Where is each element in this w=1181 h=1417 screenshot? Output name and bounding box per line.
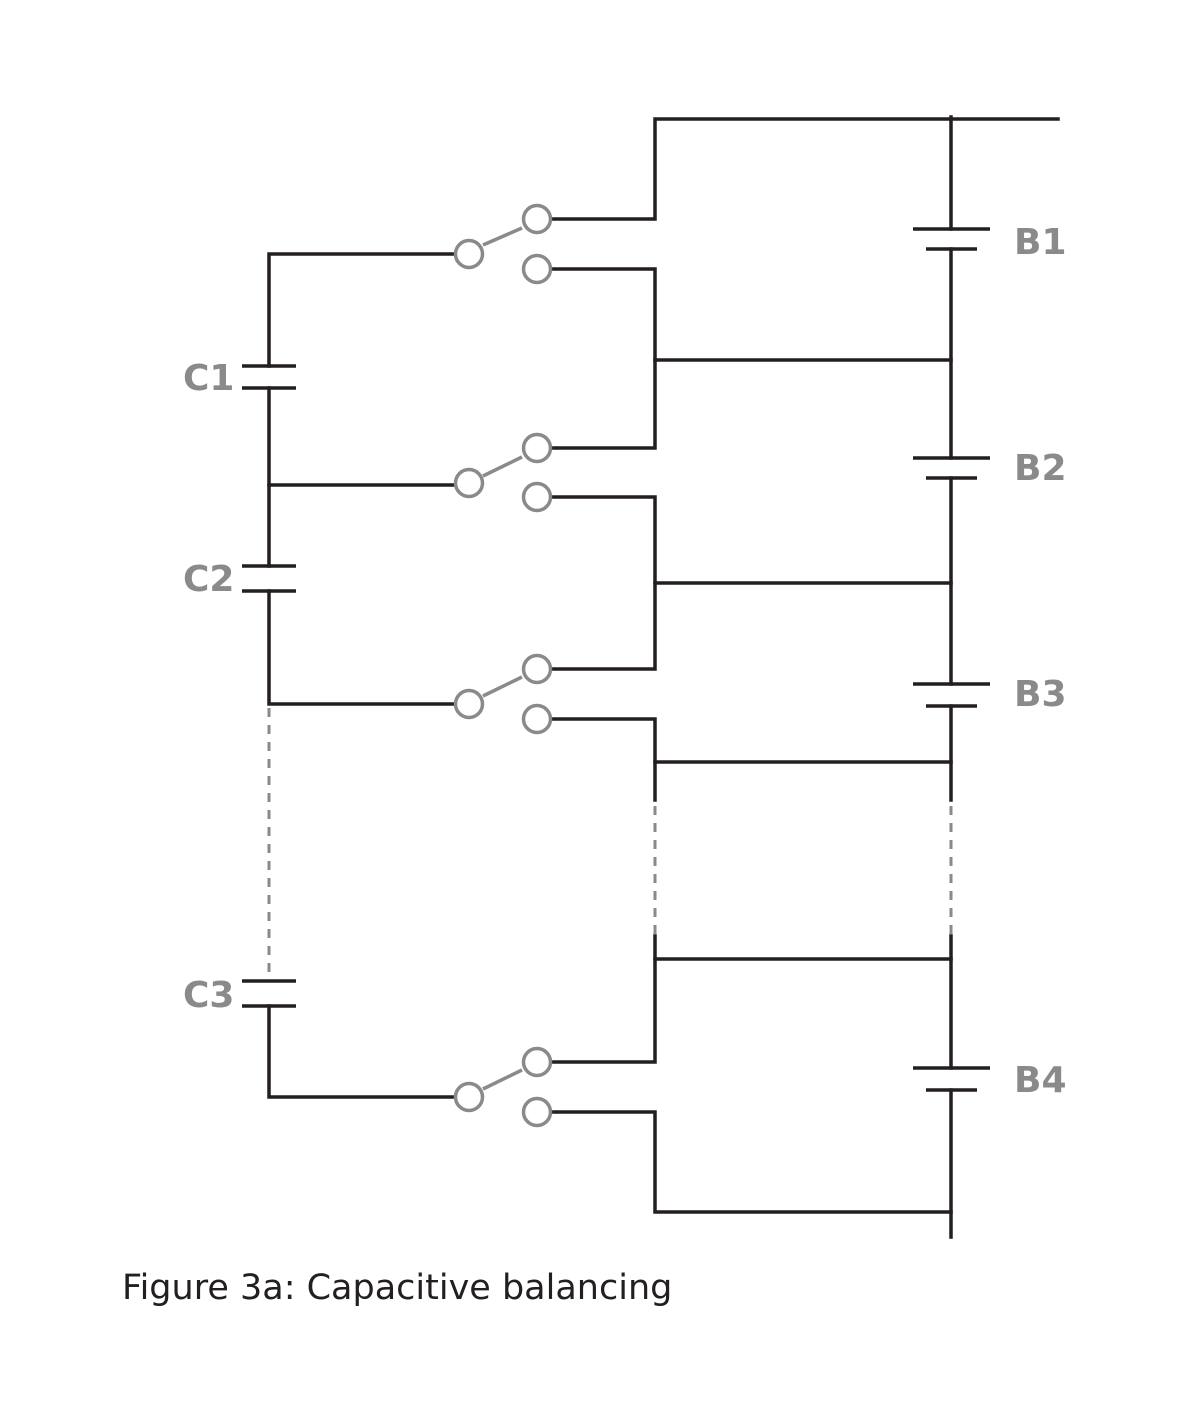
switch-2-upper-terminal (521, 432, 553, 464)
switch-4-lower-terminal (521, 1096, 553, 1128)
switch3-common-wire (267, 589, 458, 706)
battery-b4-label: B4 (1014, 1060, 1067, 1101)
capacitor-c1: C1 (183, 358, 296, 399)
battery-b3-label: B3 (1014, 674, 1067, 715)
switch-2-arm (482, 455, 523, 478)
battery-b2: B2 (913, 448, 1067, 489)
switch-1-arm (482, 226, 523, 247)
switch-1-common-terminal (453, 238, 485, 270)
capacitor-c2: C2 (183, 559, 296, 600)
switch-4-common-terminal (453, 1081, 485, 1113)
capacitor-c2-label: C2 (183, 559, 234, 600)
switch4-common-wire (267, 1004, 458, 1099)
switch2-lower-tap-wire (549, 495, 657, 671)
switch-3-arm (482, 675, 523, 698)
switch4-upper-tap-wire (549, 934, 657, 1064)
switch3-lower-tap-wire (549, 717, 657, 802)
switch-2-common-terminal (453, 467, 485, 499)
battery-stack: B1 B2 B3 B4 (549, 115, 1067, 1239)
switch-3-lower-terminal (521, 703, 553, 735)
battery-b3: B3 (913, 674, 1067, 715)
battery-b4: B4 (913, 1060, 1067, 1101)
battery-b1: B1 (913, 222, 1067, 263)
bottom-rail-wire (549, 1110, 953, 1214)
switch-4-arm (482, 1068, 523, 1091)
switch-1-lower-terminal (521, 253, 553, 285)
switch-2 (453, 432, 553, 513)
switch-3 (453, 653, 553, 735)
top-rail-wire (549, 117, 1060, 221)
figure-caption: Figure 3a: Capacitive balancing (122, 1268, 673, 1308)
switch-4-upper-terminal (521, 1046, 553, 1078)
capacitor-c3: C3 (183, 975, 296, 1016)
battery-b2-label: B2 (1014, 448, 1067, 489)
switch-2-lower-terminal (521, 481, 553, 513)
switch1-common-wire (267, 252, 458, 368)
capacitor-c1-label: C1 (183, 358, 234, 399)
switch-1-upper-terminal (521, 203, 553, 235)
battery-b1-label: B1 (1014, 222, 1067, 263)
capacitor-c3-label: C3 (183, 975, 234, 1016)
switch-1 (453, 203, 553, 285)
switch-3-common-terminal (453, 688, 485, 720)
switch-4 (453, 1046, 553, 1128)
switch-3-upper-terminal (521, 653, 553, 685)
switch1-lower-tap-wire (549, 267, 657, 450)
tap-wiring (549, 267, 953, 1214)
capacitor-column: C1 C2 C3 (183, 252, 458, 1099)
